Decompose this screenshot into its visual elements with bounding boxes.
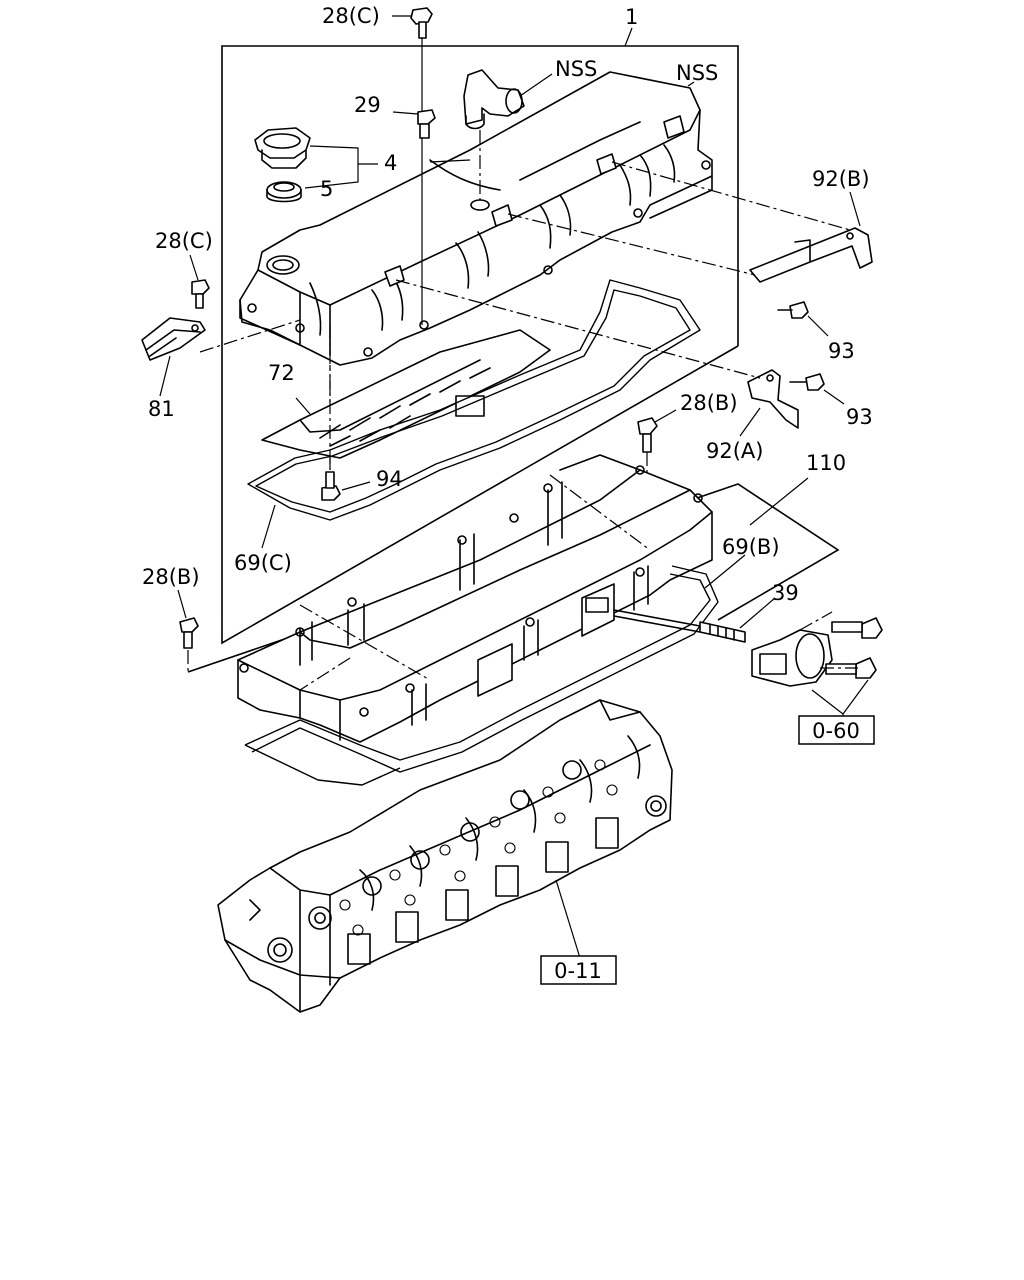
callout-81: 81 (148, 397, 175, 421)
reference-0-60[interactable]: 0-60 (798, 715, 875, 745)
reference-0-60-label: 0-60 (812, 719, 860, 743)
callout-1: 1 (625, 5, 638, 29)
bolt-93-lower (789, 373, 845, 405)
spacer-gasket-69b (244, 554, 746, 786)
rocker-housing-110 (237, 454, 809, 743)
cylinder-head-cover (239, 71, 713, 366)
callout-69b: 69(B) (722, 535, 780, 559)
callout-28c-top: 28(C) (322, 4, 380, 28)
callout-4: 4 (384, 151, 397, 175)
bracket-92a (395, 279, 799, 437)
stud-39 (613, 597, 776, 643)
breather-elbow (463, 69, 525, 130)
callout-94: 94 (376, 467, 403, 491)
bolt-28c-left (189, 254, 210, 309)
head-cover-gasket-69c (247, 279, 701, 549)
callout-92b: 92(B) (812, 167, 870, 191)
reference-0-11-label: 0-11 (554, 959, 602, 983)
cam-sensor-assembly (751, 611, 883, 718)
callout-nss-pipe: NSS (555, 57, 597, 81)
bolt-93-upper (777, 301, 829, 337)
cap-leaders (304, 73, 695, 189)
callout-28b-left: 28(B) (142, 565, 200, 589)
alignment-lines (299, 130, 651, 691)
callout-labels: 28(C) 1 NSS NSS 29 4 5 28(C) 92(B) 93 81… (142, 4, 873, 605)
callout-92a: 92(A) (706, 439, 763, 463)
clip-81 (141, 317, 301, 397)
callout-72: 72 (268, 361, 295, 385)
bolt-28c-top (392, 7, 433, 325)
cylinder-head (217, 699, 673, 1013)
bolt-28b-left (177, 589, 199, 672)
callout-39: 39 (772, 581, 799, 605)
oil-filler-cap (254, 127, 311, 169)
callout-93-lower: 93 (846, 405, 873, 429)
oil-filler-seal (266, 181, 302, 203)
callout-nss-cover: NSS (676, 61, 718, 85)
callout-93-upper: 93 (828, 339, 855, 363)
callout-110: 110 (806, 451, 846, 475)
bracket-92b (507, 161, 873, 283)
reference-0-11[interactable]: 0-11 (540, 955, 617, 985)
callout-5: 5 (320, 177, 333, 201)
baffle-plate-72 (261, 329, 551, 459)
callout-69c: 69(C) (234, 551, 292, 575)
bolt-29 (392, 109, 436, 139)
callout-28b-mid: 28(B) (680, 391, 738, 415)
callout-29: 29 (354, 93, 381, 117)
callout-28c-left: 28(C) (155, 229, 213, 253)
